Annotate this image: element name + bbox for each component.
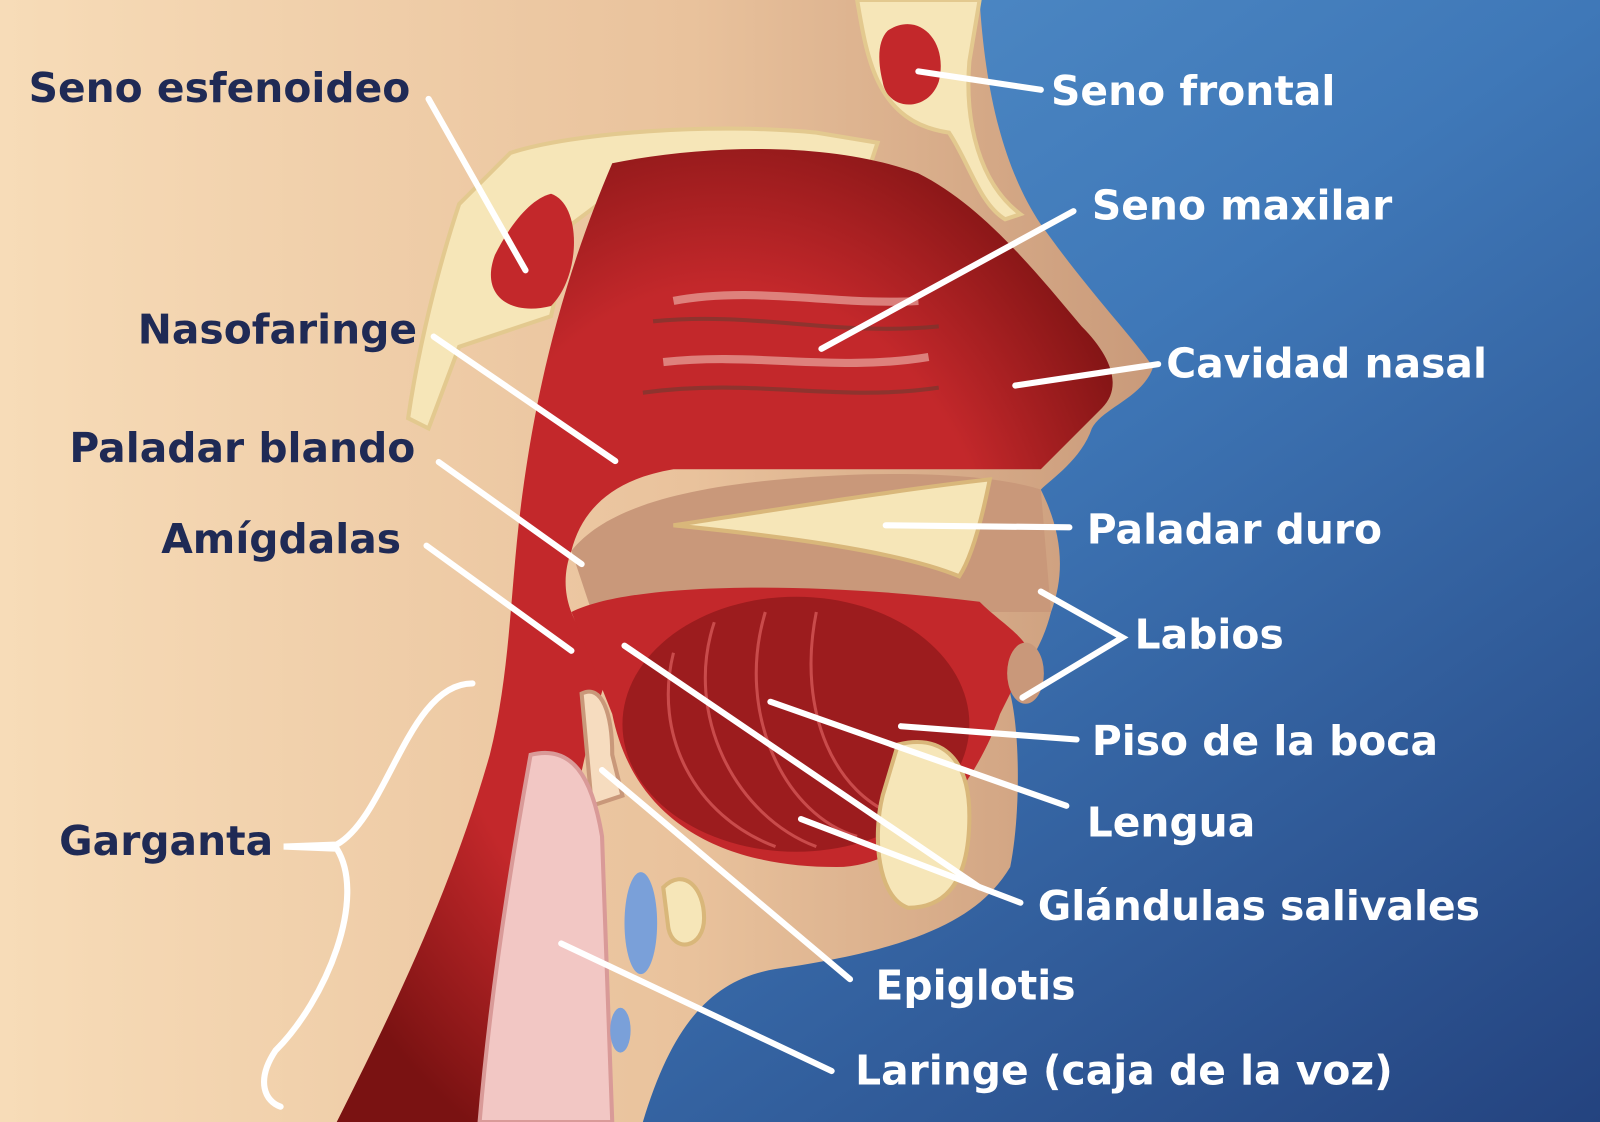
hyoid <box>624 872 658 975</box>
label-amigdalas: Amígdalas <box>161 515 401 563</box>
larynx-tube <box>477 751 615 1122</box>
hard-palate-bone <box>673 477 993 579</box>
label-garganta: Garganta <box>59 817 273 865</box>
cartilage <box>610 1007 631 1053</box>
frontal-sinus <box>879 24 941 105</box>
sphenoid-sinus <box>490 193 574 309</box>
tongue-muscle-lines <box>666 611 899 849</box>
label-paladar-duro: Paladar duro <box>1087 506 1382 554</box>
label-seno-esfenoideo: Seno esfenoideo <box>29 64 411 112</box>
leader-lines <box>261 68 1162 1110</box>
label-lengua: Lengua <box>1087 798 1256 846</box>
label-seno-frontal: Seno frontal <box>1051 67 1335 115</box>
label-seno-maxilar: Seno maxilar <box>1092 181 1392 229</box>
turbinates-shadow <box>642 316 940 395</box>
label-epiglotis: Epiglotis <box>876 962 1076 1010</box>
label-laringe: Laringe (caja de la voz) <box>855 1046 1393 1094</box>
label-labios: Labios <box>1135 611 1284 659</box>
label-piso-de-la-boca: Piso de la boca <box>1092 717 1438 765</box>
turbinates <box>662 291 930 368</box>
label-paladar-blando: Paladar blando <box>69 424 415 472</box>
label-nasofaringe: Nasofaringe <box>138 306 417 354</box>
thyroid-bone <box>661 877 707 947</box>
label-glandulas-salivales: Glándulas salivales <box>1038 882 1480 930</box>
tongue <box>622 596 970 852</box>
label-cavidad-nasal: Cavidad nasal <box>1166 339 1487 387</box>
